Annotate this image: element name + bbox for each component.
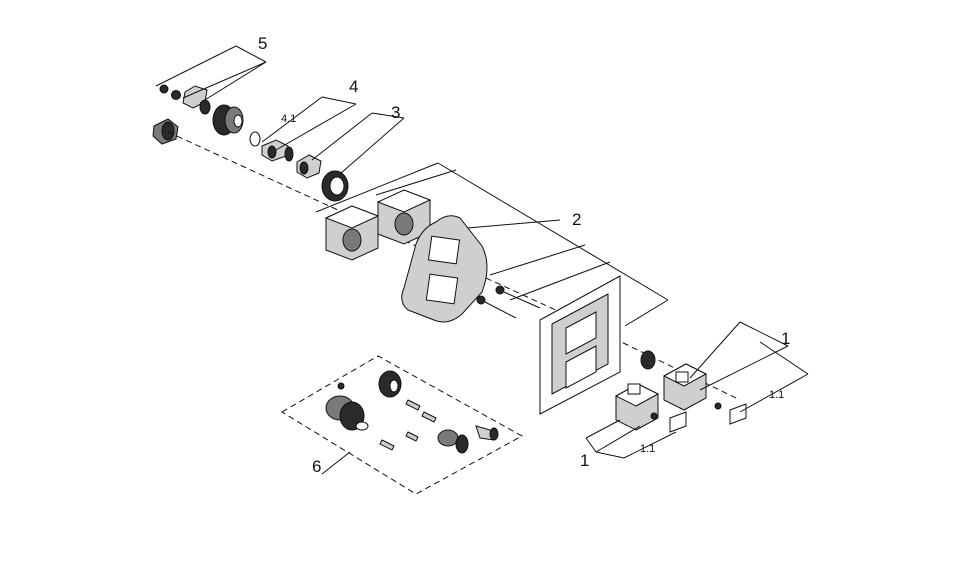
callout-3: 3 (391, 103, 400, 122)
callout-6: 6 (312, 457, 321, 476)
callout-2: 2 (572, 210, 581, 229)
callout-5: 5 (258, 34, 267, 53)
callout-1-1-bottom: 1.1 (640, 443, 655, 455)
part-1-handle-bottom (614, 383, 687, 433)
cover-plate (539, 275, 621, 415)
part-1-handle-top (640, 350, 747, 425)
insulation-block-left (324, 205, 380, 261)
callout-1-top: 1 (781, 329, 790, 348)
callout-4-1: 4.1 (281, 113, 296, 125)
callout-4: 4 (349, 77, 358, 96)
mounting-plate (401, 215, 488, 323)
part-4-assembly (249, 131, 294, 162)
callout-1-1-top: 1.1 (769, 389, 784, 401)
part-6-kit-frame (281, 355, 524, 495)
insulation-block-right (376, 189, 432, 245)
fixing-screws (476, 285, 541, 319)
callout-1-bottom: 1 (580, 451, 589, 470)
part-6-kit (325, 370, 499, 454)
part-3-assembly (296, 154, 349, 202)
part-5-assembly (152, 84, 244, 145)
